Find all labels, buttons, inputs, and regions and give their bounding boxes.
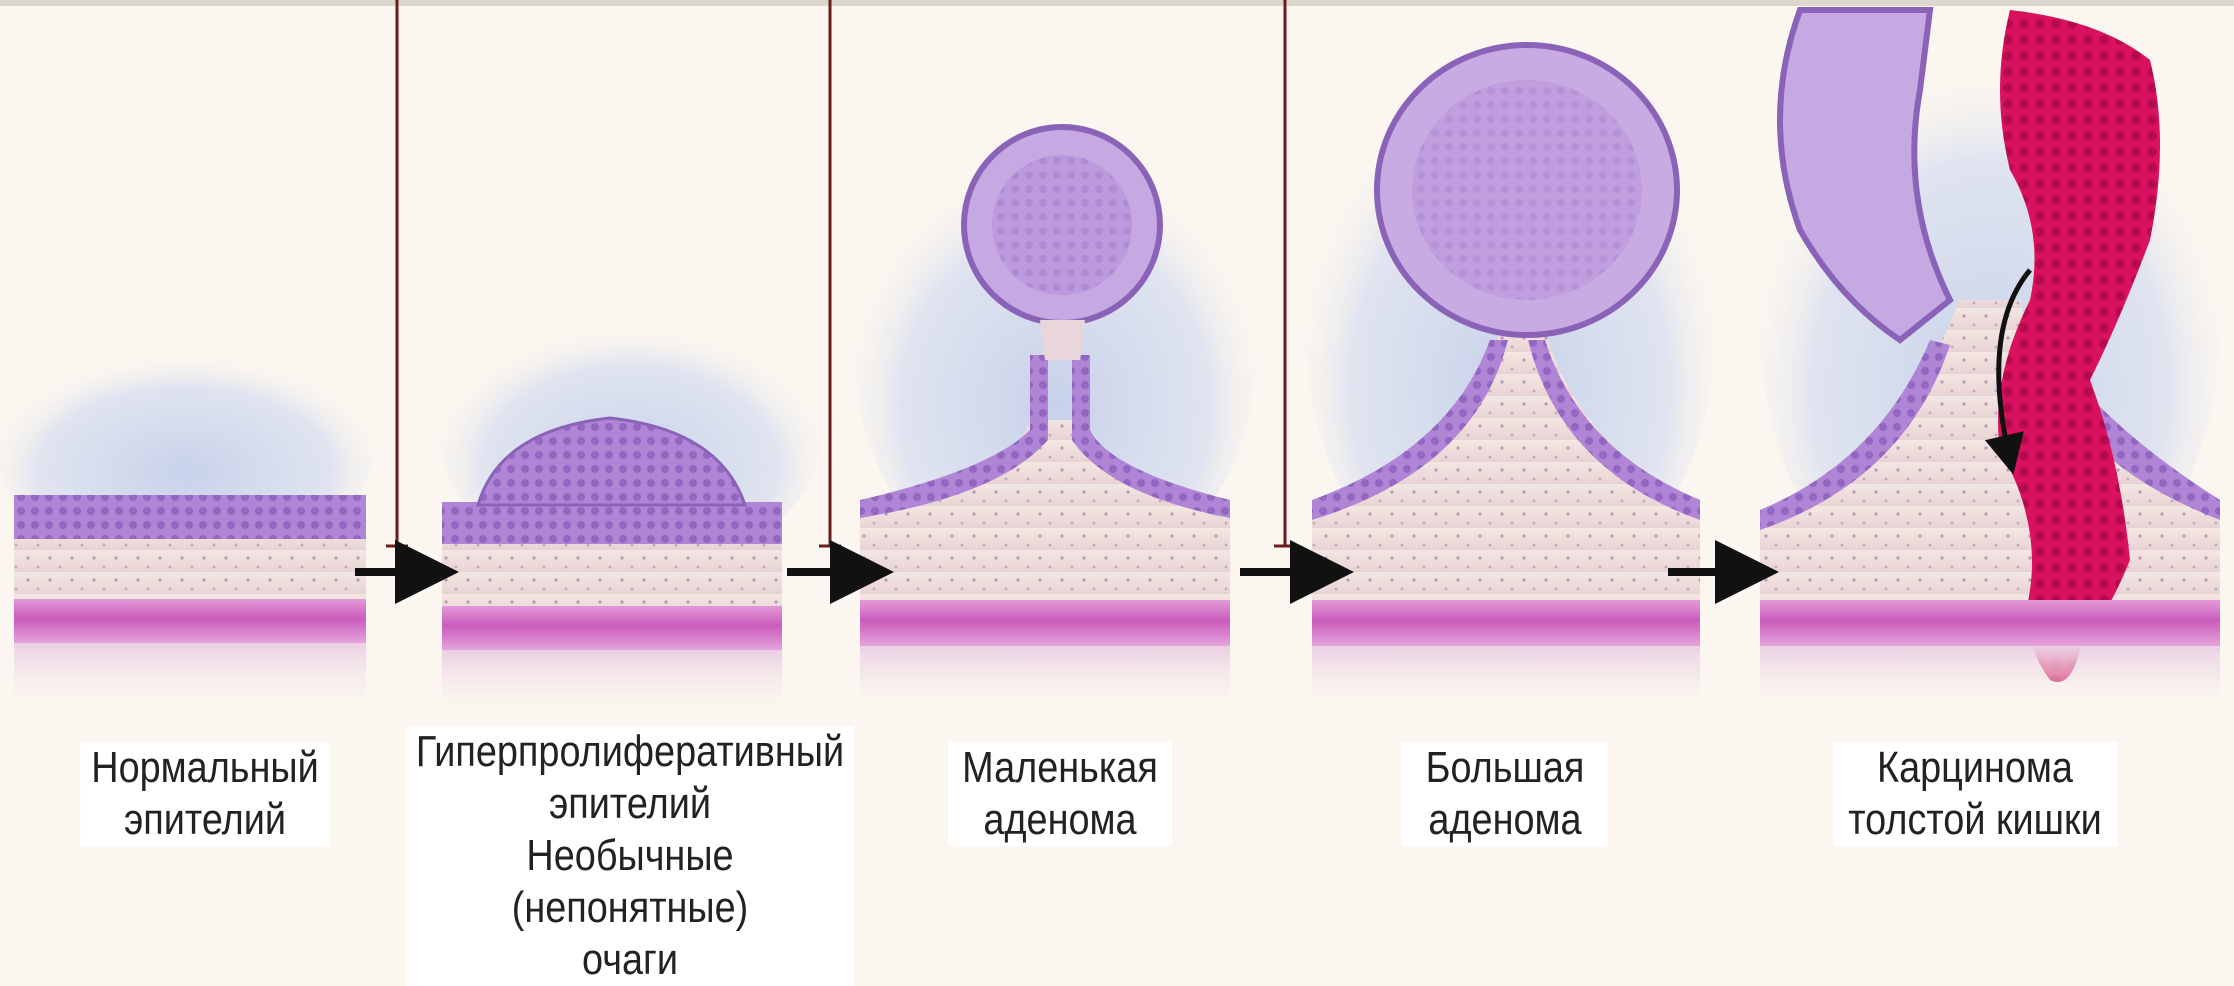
panel-hyperproliferative <box>440 310 820 716</box>
label-line: Необычные (непонятные) <box>406 830 853 934</box>
label-line: очаги <box>406 934 853 986</box>
label-line: Большая <box>1402 742 1608 794</box>
label-line: аденома <box>1402 794 1608 846</box>
label-line: Маленькая <box>948 742 1172 794</box>
label-line: эпителий <box>80 794 329 846</box>
label-large-adenoma: Большая аденома <box>1402 742 1608 846</box>
panel-small-adenoma <box>855 127 1255 712</box>
label-line: Карцинома <box>1833 742 2117 794</box>
label-line: Гиперпролиферативный <box>406 726 853 778</box>
label-line: толстой кишки <box>1833 794 2117 846</box>
label-small-adenoma: Маленькая аденома <box>948 742 1172 846</box>
panel-carcinoma <box>1760 10 2220 712</box>
label-hyperproliferative: Гиперпролиферативный эпителий Необычные … <box>406 726 853 986</box>
label-line: эпителий <box>406 778 853 830</box>
panel-large-adenoma <box>1305 45 1715 712</box>
label-line: аденома <box>948 794 1172 846</box>
label-normal-epithelium: Нормальный эпителий <box>80 742 329 846</box>
label-carcinoma: Карцинома толстой кишки <box>1833 742 2117 846</box>
panel-normal-epithelium <box>0 340 375 713</box>
label-line: Нормальный <box>80 742 329 794</box>
